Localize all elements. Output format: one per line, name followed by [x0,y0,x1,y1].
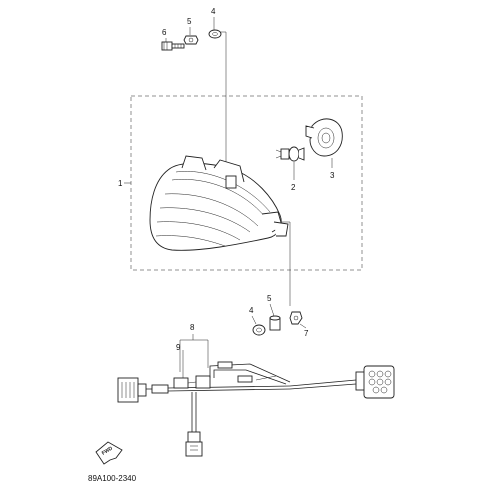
bulb-part-2 [275,146,305,162]
bolt-part-6 [161,41,185,51]
callout-8: 8 [190,323,195,332]
callout-4-lower: 4 [249,306,254,315]
grommet-part-4-top [208,29,222,39]
fwd-label: FWD [101,445,114,456]
callout-7: 7 [304,329,309,338]
headlight-housing-part-1 [149,155,289,251]
callout-3: 3 [330,171,335,180]
fwd-direction-marker: FWD [95,441,123,465]
collar-part-5-top [183,35,199,45]
nut-part-7 [289,311,303,325]
callout-4-top: 4 [211,7,216,16]
bulb-cover-part-3 [305,118,343,157]
callout-5-lower: 5 [267,294,272,303]
callout-6: 6 [162,28,167,37]
callout-9: 9 [176,343,181,352]
grommet-part-4-lower [252,324,266,336]
wire-harness-part-8 [117,334,395,457]
collar-part-5-lower [269,315,281,331]
callout-2: 2 [291,183,296,192]
callout-1: 1 [118,179,123,188]
diagram-code: 89A100-2340 [88,474,137,483]
callout-5-top: 5 [187,17,192,26]
